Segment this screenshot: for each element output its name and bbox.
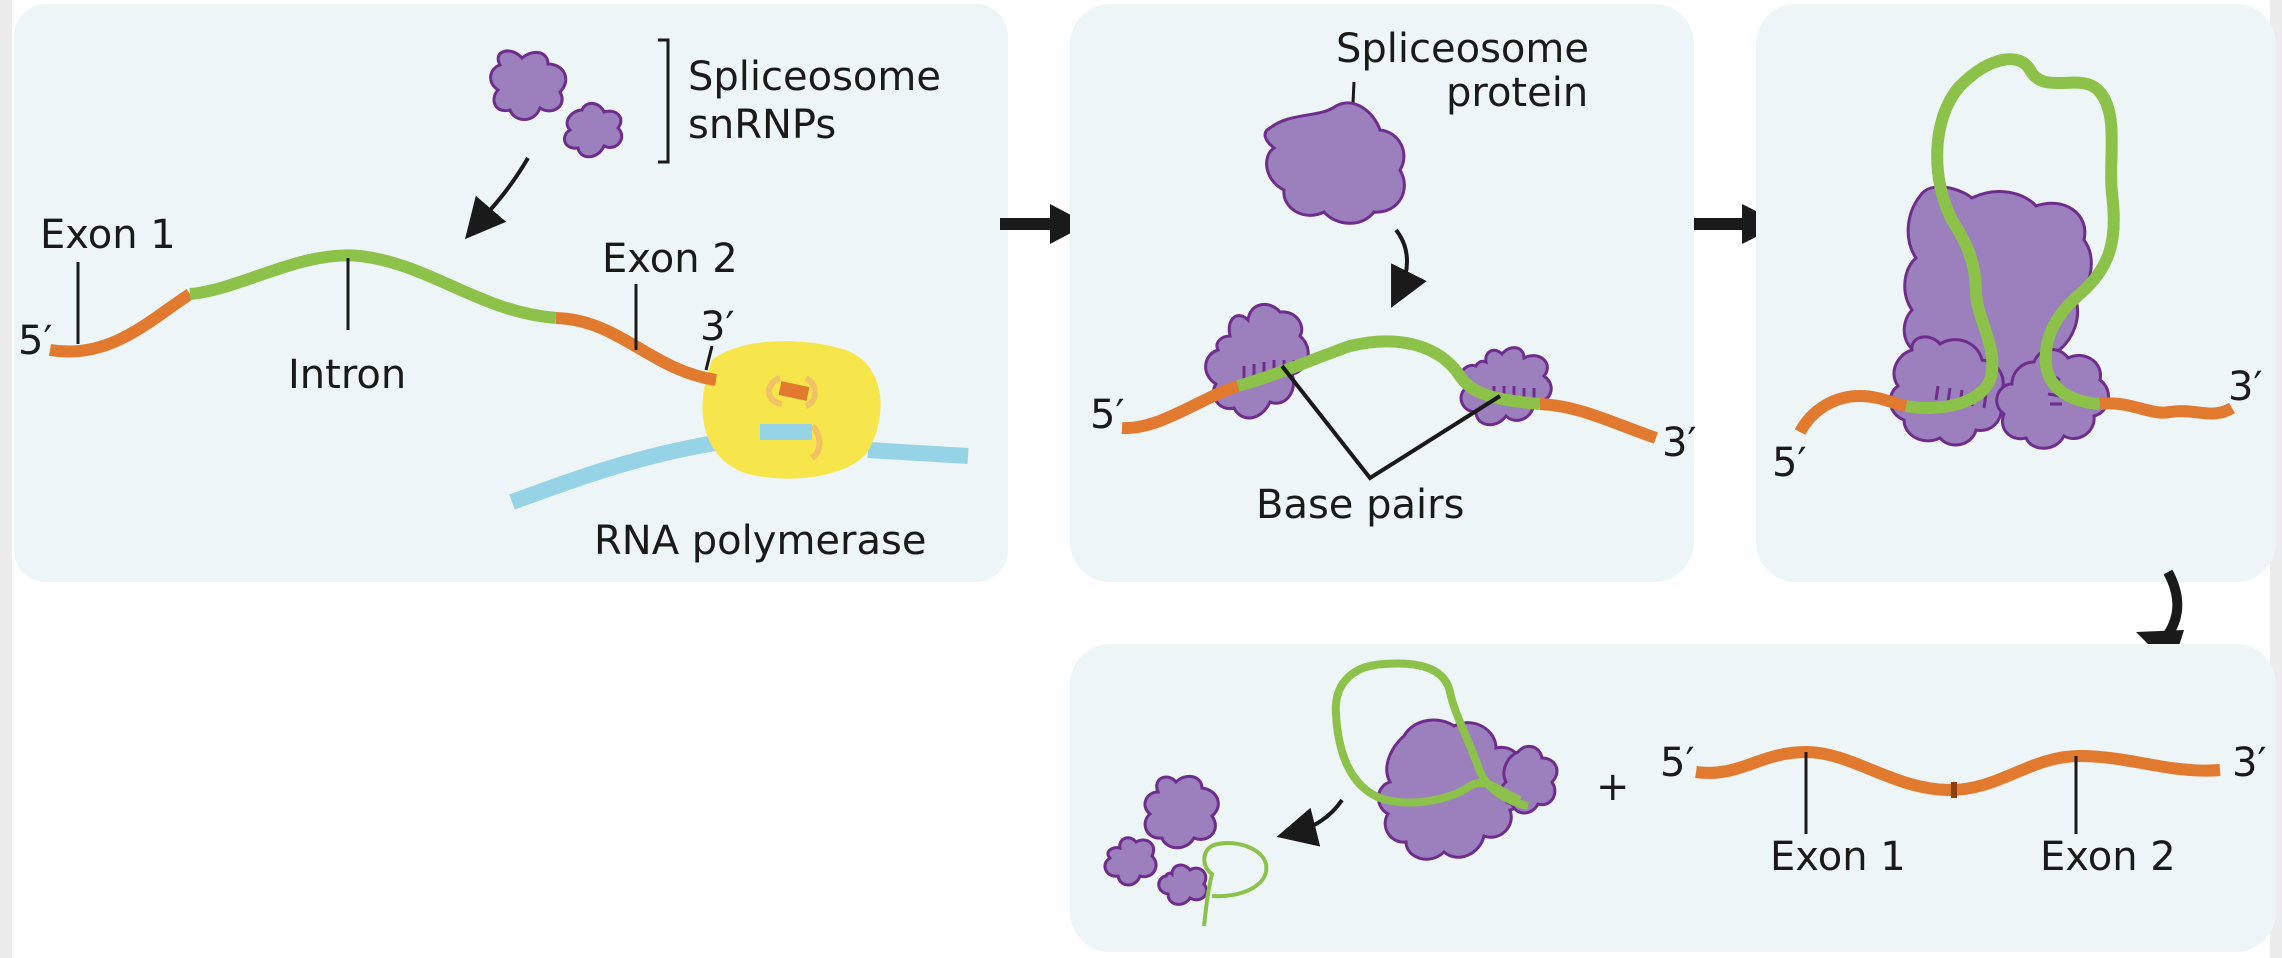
released-intron-lariat (1202, 841, 1269, 927)
exon-1-label: Exon 1 (40, 212, 176, 258)
intron-segment (189, 249, 557, 324)
five-prime-label-p3: 5′ (1772, 440, 1807, 486)
intron-label: Intron (288, 352, 406, 398)
snrnp-label-line2: snRNPs (688, 102, 836, 148)
protein-arrow (1391, 228, 1427, 308)
base-pair-ticks-left (1242, 360, 1296, 380)
exon-1-segment (49, 288, 194, 358)
exon-2-label: Exon 2 (602, 236, 738, 282)
spliceosome-complex-left (1888, 335, 2005, 447)
exon-1-segment-p3 (1794, 389, 1908, 436)
protein-label-line1: Spliceosome (1336, 26, 1589, 72)
rna-polymerase (702, 341, 881, 479)
spliceosome-complex-right (1995, 348, 2110, 450)
released-snrnp-small-1 (1103, 836, 1158, 887)
exon-1-segment-p2 (1121, 380, 1240, 435)
base-pairs-pointer (1280, 364, 1502, 481)
mature-exon-1-label: Exon 1 (1770, 834, 1906, 880)
three-prime-label-p3: 3′ (2228, 364, 2263, 410)
mature-exon-2-label: Exon 2 (2040, 834, 2176, 880)
plus-sign: + (1596, 764, 1630, 810)
exon-2-segment-p3 (2099, 397, 2236, 420)
three-prime-label-p4: 3′ (2232, 740, 2267, 786)
exon-2-segment-p2 (1539, 398, 1658, 444)
polymerase-channel-glow-2 (766, 375, 783, 407)
snrnp-blob-large (489, 49, 568, 121)
polymerase-label: RNA polymerase (594, 518, 926, 564)
five-prime-label: 5′ (18, 318, 53, 364)
three-prime-label: 3′ (700, 304, 735, 350)
panel-2-background (1070, 4, 1694, 582)
snrnp-blob-small (562, 102, 624, 159)
released-snrnp-large (1143, 774, 1220, 850)
step-arrow-1-head (1050, 204, 1088, 244)
polymerase-channel-glow (809, 423, 823, 461)
rna-inside-polymerase (778, 381, 810, 401)
release-arrow (1276, 798, 1344, 847)
five-prime-label-p4: 5′ (1660, 740, 1695, 786)
three-prime-label-p2: 3′ (1662, 420, 1697, 466)
base-pairs-label: Base pairs (1256, 482, 1464, 528)
step-arrow-3 (2159, 569, 2183, 644)
intron-segment-p2 (1236, 335, 1541, 410)
snrnp-arrow (464, 156, 530, 240)
three-prime-leader (704, 345, 714, 371)
dna-strand-right (867, 442, 969, 464)
left-edge-strip (0, 0, 12, 958)
spliceosome-protein-blob (1263, 101, 1406, 225)
protein-label-line2: protein (1446, 70, 1588, 116)
polymerase-channel-glow-3 (804, 375, 818, 409)
panel-4-background (1070, 644, 2276, 952)
intron-lariat-p3 (1904, 53, 2120, 414)
mature-mrna-exon-2 (1949, 749, 2221, 796)
spliceosome-intron-loop (1331, 659, 1529, 810)
five-prime-label-p2: 5′ (1090, 392, 1125, 438)
spliceosome-with-intron-body (1377, 718, 1527, 861)
snrnp-label-line1: Spliceosome (688, 54, 941, 100)
released-snrnp-small-2 (1157, 863, 1209, 906)
snrnp-bracket (658, 38, 670, 164)
